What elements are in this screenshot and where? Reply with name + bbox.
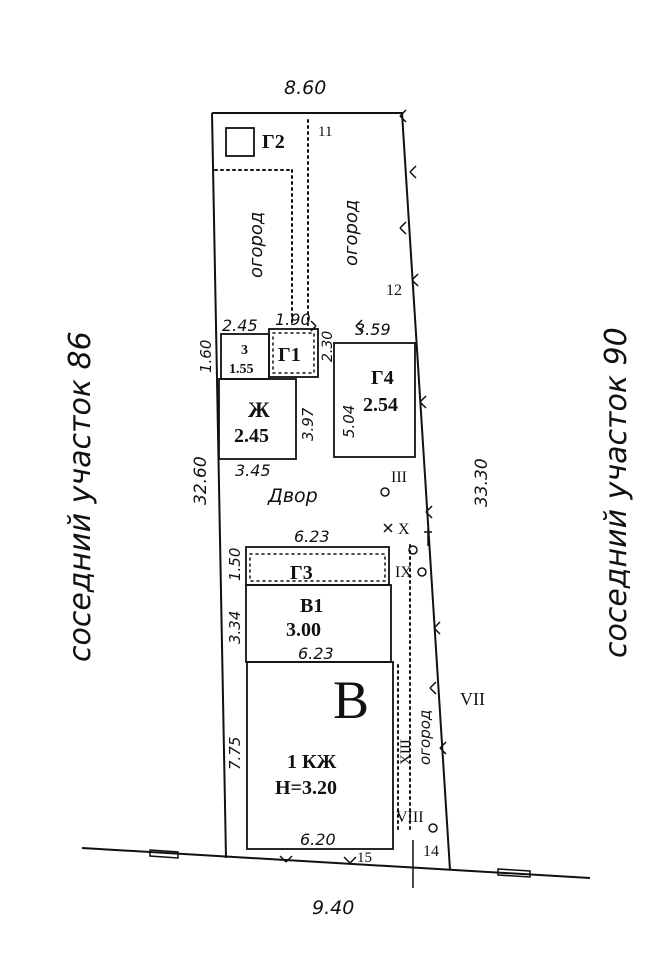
z3-dim-side: 1.60: [197, 340, 215, 373]
dim-top: 8.60: [284, 77, 326, 99]
neighbor-right-label: соседний участок 90: [599, 327, 634, 658]
z3-dim-top: 2.45: [222, 316, 258, 335]
point-xiii: XIII: [398, 739, 414, 765]
z3-label: 3: [241, 343, 248, 358]
main-label: 1 КЖ: [287, 751, 337, 773]
point-x: X: [398, 521, 410, 538]
building-z3: 3 1.55: [220, 333, 270, 380]
point-12: 12: [386, 282, 402, 299]
garden-right-label: огород: [341, 200, 362, 266]
g4-area: 2.54: [363, 394, 398, 416]
dotted-paths: [214, 119, 411, 831]
g3-dim-side: 1.50: [226, 548, 244, 581]
point-14: 14: [423, 843, 439, 860]
zh-dim-side: 3.97: [299, 407, 317, 441]
zh-dim-bottom: 3.45: [235, 461, 271, 480]
g2-label: Г2: [262, 131, 285, 153]
g1-dim-top: 1.90: [275, 310, 311, 329]
b1-dim-side: 3.34: [226, 611, 244, 644]
z3-area: 1.55: [229, 362, 254, 377]
dim-right: 33.30: [472, 458, 492, 507]
g4-label: Г4: [371, 367, 394, 389]
building-b1: В1 3.00: [245, 584, 392, 663]
main-dim-side: 7.75: [226, 737, 244, 770]
main-dim-bottom: 6.20: [300, 830, 336, 849]
building-g3: Г3: [245, 546, 390, 586]
building-zh: Ж 2.45: [218, 378, 297, 460]
main-letter: В: [333, 670, 369, 730]
yard-label: Двор: [267, 485, 318, 507]
building-g4: Г4 2.54: [333, 342, 416, 458]
building-g2: Г2: [225, 127, 285, 157]
point-vii: VII: [460, 689, 485, 709]
plot-boundary: [81, 109, 591, 888]
dim-bottom: 9.40: [312, 897, 354, 919]
g1-dim-side: 2.30: [320, 331, 336, 362]
main-height: Н=3.20: [275, 777, 337, 799]
b1-area: 3.00: [286, 619, 321, 641]
zh-area: 2.45: [234, 425, 269, 447]
neighbor-left-label: соседний участок 86: [63, 331, 98, 662]
g4-dim-side: 5.04: [340, 405, 358, 438]
point-viii: VIII: [396, 809, 424, 826]
point-11: 11: [318, 124, 332, 140]
g3-label: Г3: [290, 562, 313, 584]
point-15: 15: [357, 850, 372, 866]
g1-label: Г1: [278, 344, 301, 366]
building-main: В 1 КЖ Н=3.20: [246, 661, 394, 850]
building-g1: Г1: [268, 328, 319, 378]
g3-dim-top: 6.23: [294, 527, 330, 546]
b1-dim-bottom: 6.23: [298, 644, 334, 663]
g4-dim-top: 3.59: [355, 320, 391, 339]
garden-bottom-label: огород: [416, 710, 434, 765]
point-ix: IX: [395, 564, 412, 581]
garden-left-label: огород: [246, 212, 267, 278]
b1-label: В1: [300, 595, 323, 617]
point-iii: III: [391, 469, 407, 486]
dim-left: 32.60: [191, 456, 211, 505]
zh-label: Ж: [248, 397, 270, 422]
